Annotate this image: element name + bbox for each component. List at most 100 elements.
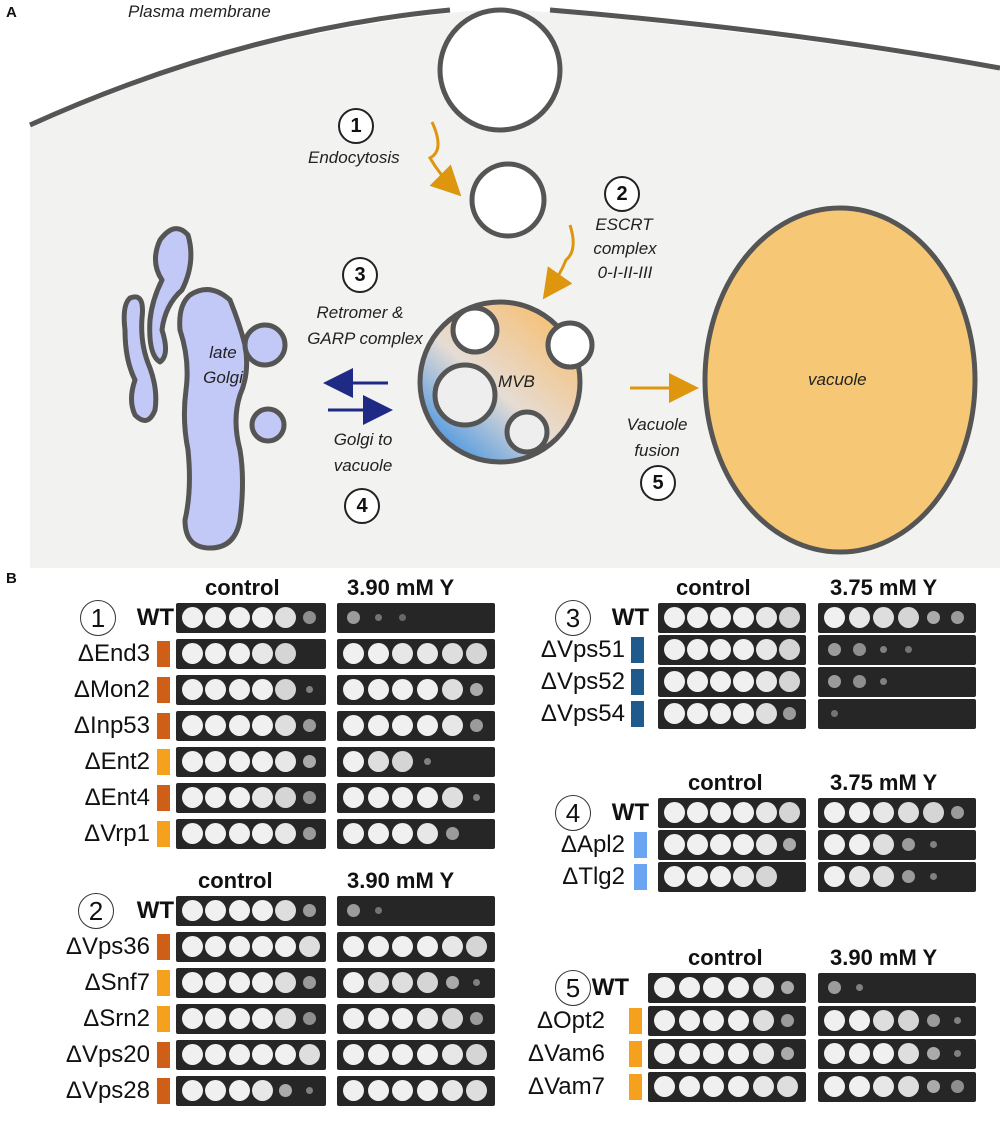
colony-spot (343, 1080, 364, 1101)
colony-spot (343, 823, 364, 844)
strain-color-tag (631, 701, 644, 727)
strain-name: WT (136, 897, 174, 924)
colony-spot (445, 976, 459, 989)
strain-name: ΔVam6 (528, 1040, 605, 1067)
colony-spot (182, 1044, 203, 1065)
strain-row: ΔInp53 (0, 710, 1000, 742)
colony-spot (880, 646, 888, 653)
group-1-badge: 1 (80, 600, 116, 636)
strain-row: ΔVps20 (0, 1039, 1000, 1071)
treatment-plate-row (818, 1072, 976, 1102)
colony-spot (466, 936, 488, 957)
treatment-plate-row (818, 798, 976, 828)
colony-spot (733, 866, 754, 887)
strain-color-tag (629, 1008, 642, 1034)
strain-name: WT (611, 604, 649, 631)
strain-name: ΔVrp1 (84, 820, 150, 847)
colony-spot (873, 866, 895, 887)
step-5-line1: Vacuole (626, 415, 688, 434)
vacuole-body (702, 205, 978, 555)
control-header: control (688, 770, 763, 795)
strain-name: ΔSrn2 (83, 1005, 150, 1032)
colony-spot (275, 900, 297, 921)
strain-color-tag (157, 1042, 170, 1068)
colony-spot (733, 802, 754, 823)
colony-spot (392, 715, 414, 736)
colony-spot (852, 643, 866, 656)
colony-spot (710, 607, 731, 628)
strain-name: ΔApl2 (560, 831, 625, 858)
colony-spot (710, 639, 731, 660)
strain-color-tag (157, 970, 170, 996)
colony-spot (275, 972, 297, 993)
colony-spot (664, 834, 685, 855)
control-plate-row (648, 1006, 806, 1036)
colony-spot (302, 719, 316, 732)
colony-spot (733, 834, 754, 855)
panel-a-letter: A (6, 4, 17, 21)
treatment-plate-row (337, 932, 495, 962)
colony-spot (298, 936, 320, 957)
step-3-line2: GARP complex (307, 329, 423, 348)
colony-spot (252, 751, 273, 772)
escrt-arrow (542, 224, 575, 300)
strain-row: ΔVps28 (0, 1075, 1000, 1107)
colony-spot (898, 1010, 919, 1031)
strain-name: ΔVps28 (65, 1077, 150, 1104)
step-3-line1: Retromer & (316, 303, 404, 322)
control-plate-row (658, 635, 806, 665)
colony-spot (275, 643, 297, 664)
colony-spot (252, 823, 273, 844)
colony-spot (848, 1043, 870, 1064)
colony-spot (905, 646, 912, 653)
strain-color-tag (157, 677, 170, 703)
colony-spot (228, 751, 250, 772)
control-plate-row (658, 699, 806, 729)
control-header: control (688, 945, 763, 970)
colony-spot (779, 639, 800, 660)
treatment-plate-row (337, 1076, 495, 1106)
colony-spot (182, 1008, 203, 1029)
strain-name: ΔVps20 (65, 1041, 150, 1068)
colony-spot (205, 900, 227, 921)
strain-row: ΔSnf7 (0, 967, 1000, 999)
colony-spot (783, 838, 796, 851)
colony-spot (664, 671, 685, 692)
colony-spot (470, 719, 484, 732)
colony-spot (275, 823, 297, 844)
colony-spot (275, 715, 297, 736)
treatment-header: 3.90 mM Y (347, 868, 455, 893)
colony-spot (756, 639, 777, 660)
treatment-plate-row (337, 783, 495, 813)
treatment-plate-row (337, 1040, 495, 1070)
colony-spot (664, 607, 685, 628)
group-4-badge: 4 (555, 795, 591, 831)
colony-spot (182, 1080, 203, 1101)
control-plate-row (176, 1040, 326, 1070)
colony-spot (848, 834, 870, 855)
strain-row: ΔApl2 (0, 829, 1000, 861)
colony-spot (848, 866, 870, 887)
colony-spot (951, 1080, 965, 1093)
colony-spot (848, 1076, 870, 1097)
strain-row: ΔVps52 (0, 666, 1000, 698)
strain-row: ΔEnt4 (0, 782, 1000, 814)
strain-name: ΔTlg2 (562, 863, 625, 890)
endocytosis-arrow (427, 121, 462, 197)
colony-spot (252, 1080, 273, 1101)
colony-spot (228, 607, 250, 628)
colony-spot (710, 866, 731, 887)
colony-spot (710, 802, 731, 823)
colony-spot (951, 806, 965, 819)
plasma-membrane (28, 7, 451, 128)
golgi-label-line2: Golgi (203, 368, 243, 387)
colony-spot (275, 679, 297, 700)
treatment-plate-row (818, 635, 976, 665)
colony-spot (252, 787, 273, 808)
colony-spot (392, 1044, 414, 1065)
colony-spot (756, 802, 777, 823)
colony-spot (728, 1010, 749, 1031)
